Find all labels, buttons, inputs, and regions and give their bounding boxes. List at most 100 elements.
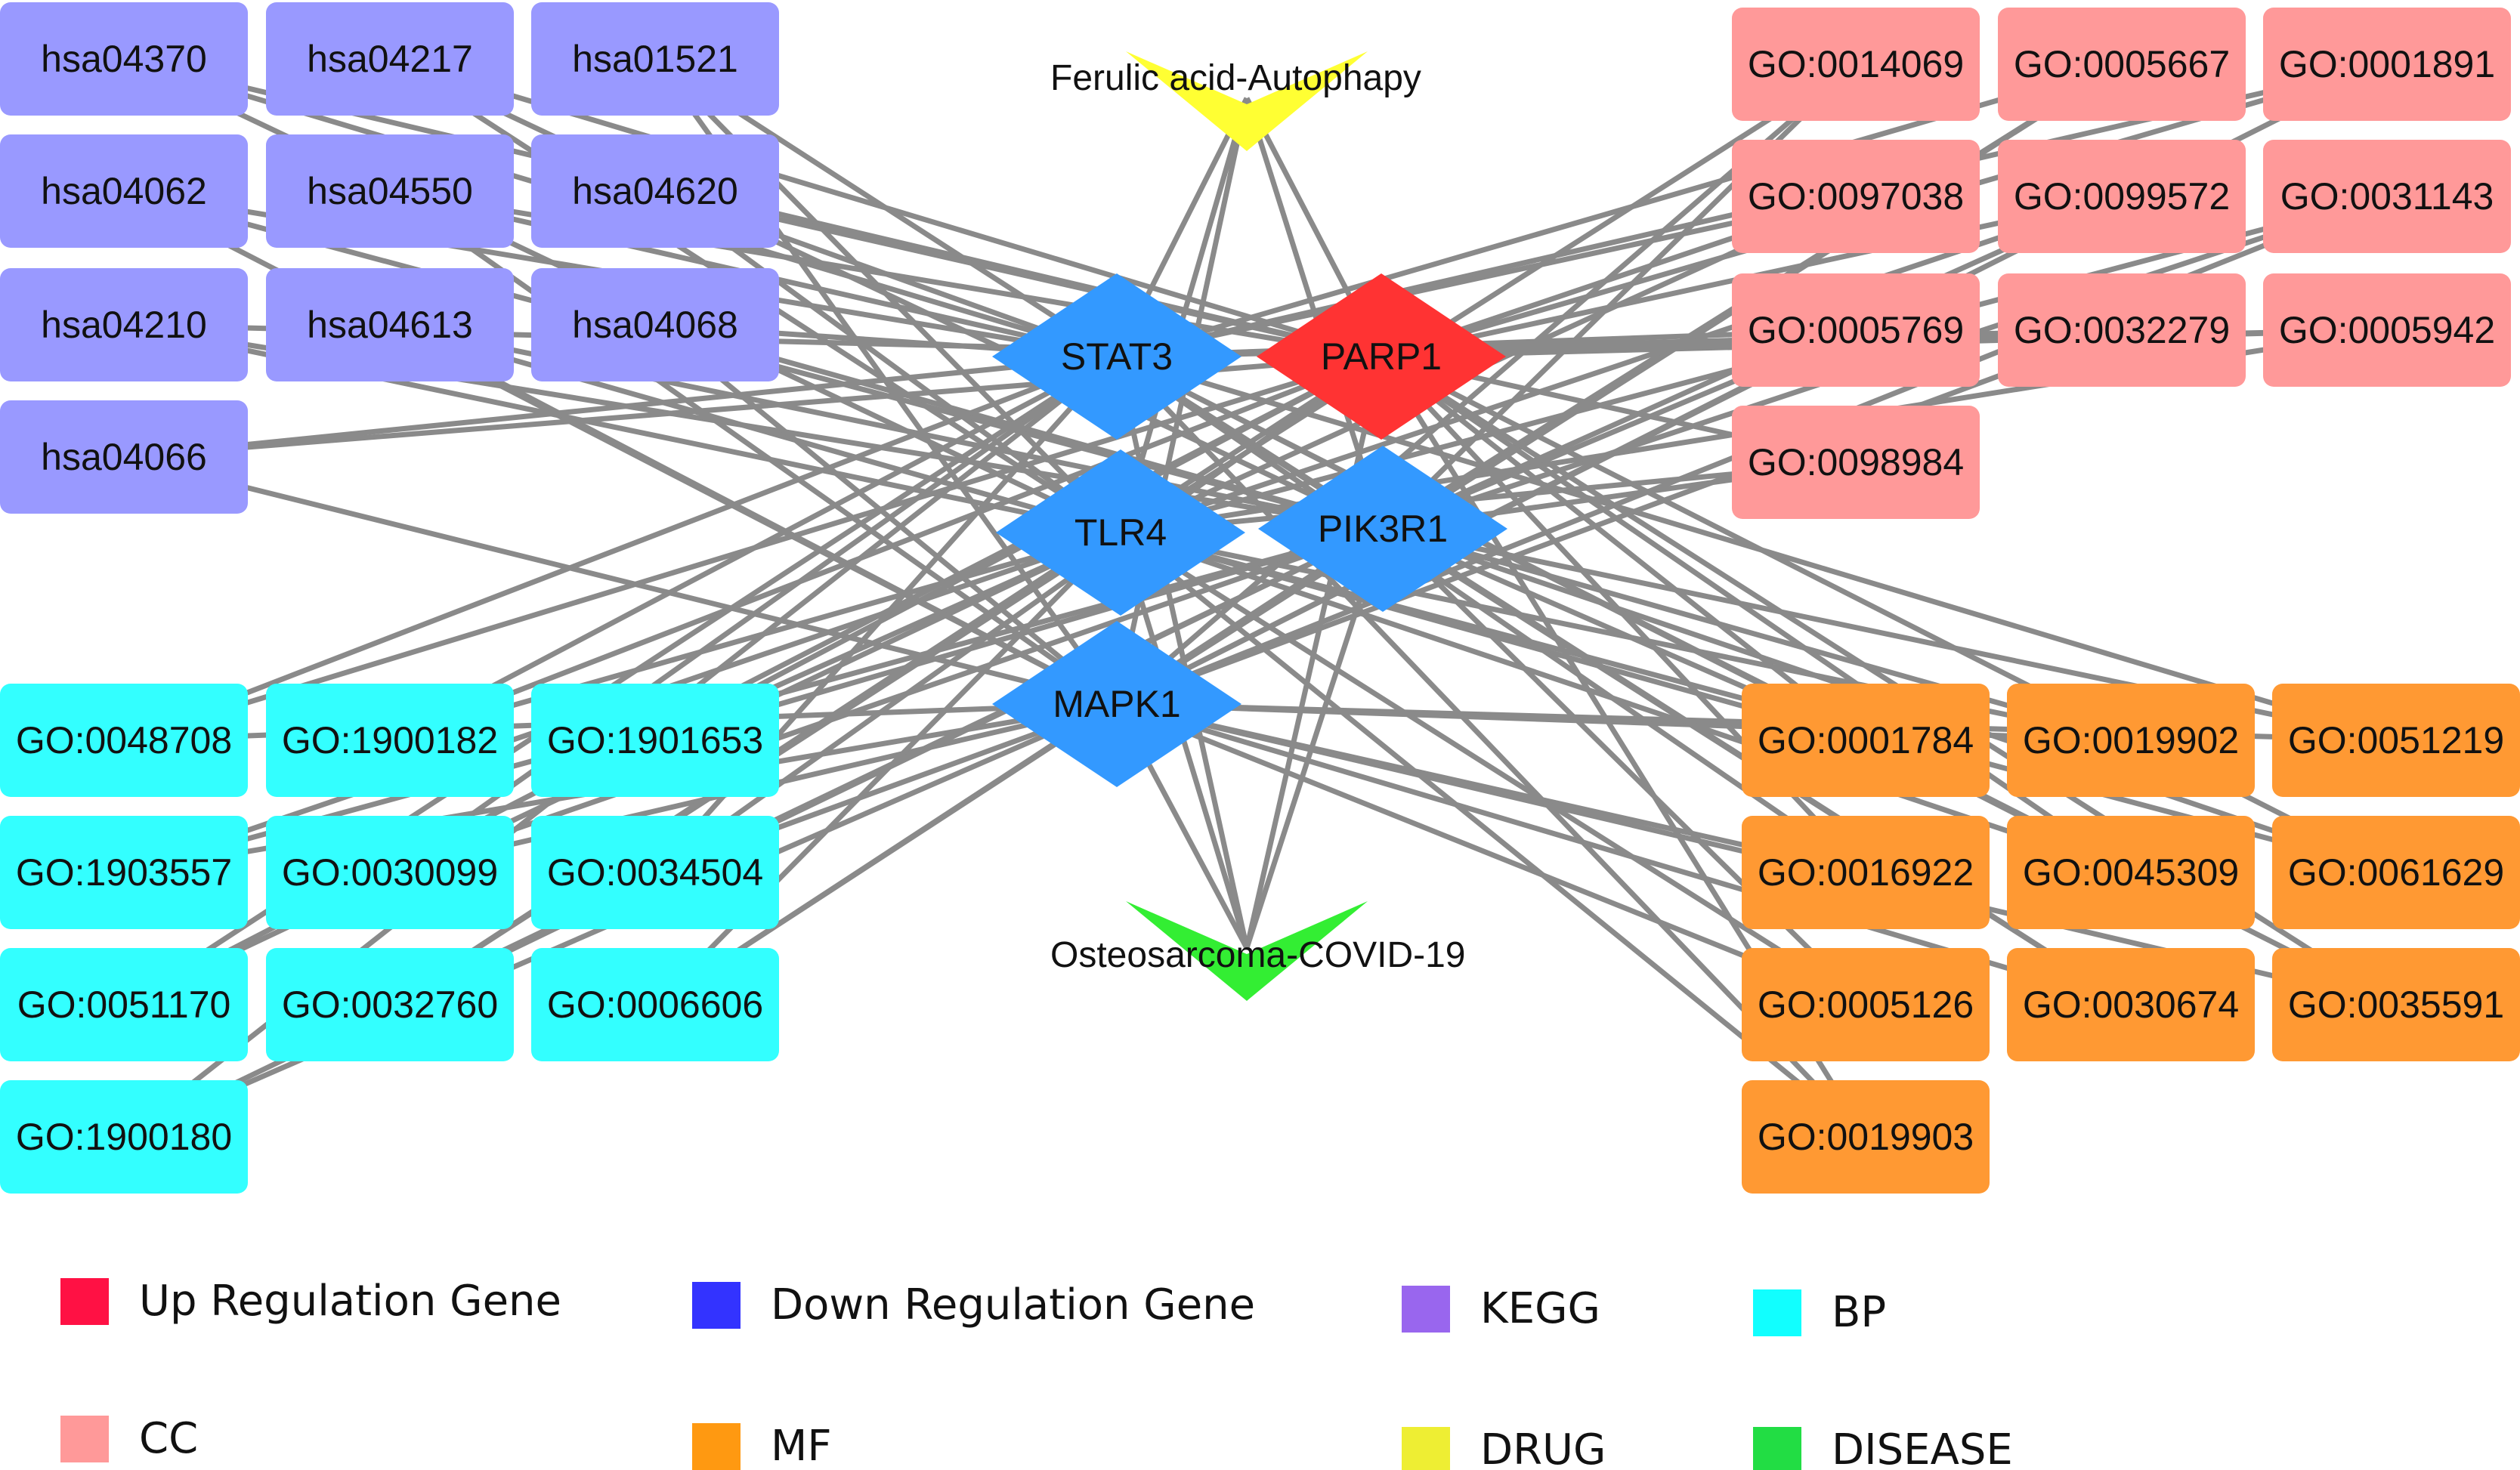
gene-label: PARP1 (1320, 335, 1442, 378)
kegg-node: hsa04210 (0, 268, 248, 381)
gene-node-mapk1: MAPK1 (992, 621, 1241, 787)
kegg-node: hsa04613 (266, 268, 514, 381)
kegg-node: hsa04370 (0, 2, 248, 116)
gene-diamond-shape (992, 273, 1241, 440)
legend-label: KEGG (1480, 1284, 1600, 1333)
disease-node-label: Osteosarcoma-COVID-19 (1050, 935, 1466, 975)
bp-node: GO:0051170 (0, 948, 248, 1061)
legend-item-kegg: KEGG (1402, 1284, 1600, 1333)
network-edge (1114, 356, 1250, 949)
network-edge (388, 354, 1118, 743)
bp-node: GO:0006606 (531, 948, 779, 1061)
cc-node: GO:0001891 (2263, 8, 2511, 121)
cc-node: GO:0005942 (2263, 273, 2511, 387)
bp-node: GO:0048708 (0, 684, 248, 797)
kegg-node: hsa04217 (266, 2, 514, 116)
legend-swatch (692, 1422, 741, 1470)
cc-node: GO:0097038 (1732, 140, 1980, 253)
gene-diamond-shape (992, 621, 1241, 787)
network-edge (1118, 97, 1250, 533)
legend-item-up: Up Regulation Gene (60, 1277, 561, 1326)
gene-node-tlr4: TLR4 (996, 449, 1245, 616)
bp-node: GO:0034504 (531, 816, 779, 929)
network-edge (1244, 97, 1386, 530)
network-edge (1115, 701, 1867, 1008)
network-edge (1115, 354, 1868, 1139)
gene-diamond-shape (1257, 273, 1506, 440)
legend-item-cc: CC (60, 1414, 198, 1463)
disease-node: Osteosarcoma-COVID-19 (1050, 888, 1466, 1008)
legend-item-mf: MF (692, 1422, 832, 1470)
gene-node-pik3r1: PIK3R1 (1258, 446, 1507, 612)
network-edge (122, 354, 1118, 743)
cc-node: GO:0014069 (1732, 8, 1980, 121)
network-edge (123, 354, 1118, 460)
legend-item-down: Down Regulation Gene (692, 1280, 1255, 1329)
mf-node: GO:0051219 (2272, 684, 2520, 797)
bp-node: GO:1903557 (0, 816, 248, 929)
drug-node-label: Ferulic acid-Autophapy (1050, 58, 1421, 98)
chevron-shape (1126, 51, 1368, 151)
gene-node-parp1: PARP1 (1257, 273, 1506, 440)
mf-node: GO:0045309 (2007, 816, 2255, 929)
bp-node: GO:1901653 (531, 684, 779, 797)
drug-node: Ferulic acid-Autophapy (1050, 38, 1421, 159)
kegg-node: hsa04620 (531, 134, 779, 248)
cc-node: GO:0032279 (1998, 273, 2246, 387)
legend-swatch (60, 1415, 109, 1462)
mf-node: GO:0019902 (2007, 684, 2255, 797)
network-edge (1119, 530, 1867, 1007)
mf-node: GO:0030674 (2007, 948, 2255, 1061)
legend-swatch (1753, 1426, 1801, 1470)
legend-swatch (1402, 1426, 1450, 1470)
legend-label: BP (1832, 1288, 1887, 1337)
mf-node: GO:0061629 (2272, 816, 2520, 929)
gene-label: TLR4 (1074, 511, 1167, 554)
legend-swatch (692, 1281, 741, 1329)
gene-node-stat3: STAT3 (992, 273, 1241, 440)
kegg-node: hsa04068 (531, 268, 779, 381)
cc-node: GO:0098984 (1732, 406, 1980, 519)
cc-node: GO:0005769 (1732, 273, 1980, 387)
mf-node: GO:0001784 (1742, 684, 1990, 797)
legend-item-bp: BP (1753, 1288, 1886, 1337)
kegg-node: hsa04550 (266, 134, 514, 248)
bp-node: GO:0032760 (266, 948, 514, 1061)
cc-node: GO:0005667 (1998, 8, 2246, 121)
legend-label: DRUG (1480, 1425, 1606, 1470)
legend-item-drug: DRUG (1402, 1425, 1606, 1470)
bp-node: GO:1900182 (266, 684, 514, 797)
network-edge (1115, 354, 1867, 875)
gene-label: STAT3 (1060, 335, 1173, 378)
network-edge (1118, 530, 1868, 1139)
mf-node: GO:0019903 (1742, 1080, 1990, 1194)
bp-node: GO:1900180 (0, 1080, 248, 1194)
mf-node: GO:0035591 (2272, 948, 2520, 1061)
network-edge (1379, 354, 1868, 743)
legend-item-disease: DISEASE (1753, 1425, 2013, 1470)
legend-label: MF (771, 1422, 832, 1470)
chevron-shape (1126, 901, 1368, 1001)
cc-node: GO:0099572 (1998, 140, 2246, 253)
mf-node: GO:0005126 (1742, 948, 1990, 1061)
kegg-node: hsa01521 (531, 2, 779, 116)
kegg-node: hsa04066 (0, 400, 248, 514)
cc-node: GO:0031143 (2263, 140, 2511, 253)
network-edge (1244, 527, 1386, 950)
bp-node: GO:0030099 (266, 816, 514, 929)
legend-label: CC (139, 1414, 199, 1463)
network-edge (653, 323, 1119, 706)
kegg-node: hsa04062 (0, 134, 248, 248)
gene-label: MAPK1 (1053, 683, 1181, 725)
legend-swatch (1402, 1285, 1450, 1333)
legend-swatch (1753, 1289, 1801, 1336)
gene-diamond-shape (1258, 446, 1507, 612)
legend-label: Up Regulation Gene (139, 1277, 561, 1326)
mf-node: GO:0016922 (1742, 816, 1990, 929)
legend-label: DISEASE (1832, 1425, 2013, 1470)
network-edge (388, 526, 1384, 876)
gene-diamond-shape (996, 449, 1245, 616)
network-edge (1115, 327, 2123, 707)
